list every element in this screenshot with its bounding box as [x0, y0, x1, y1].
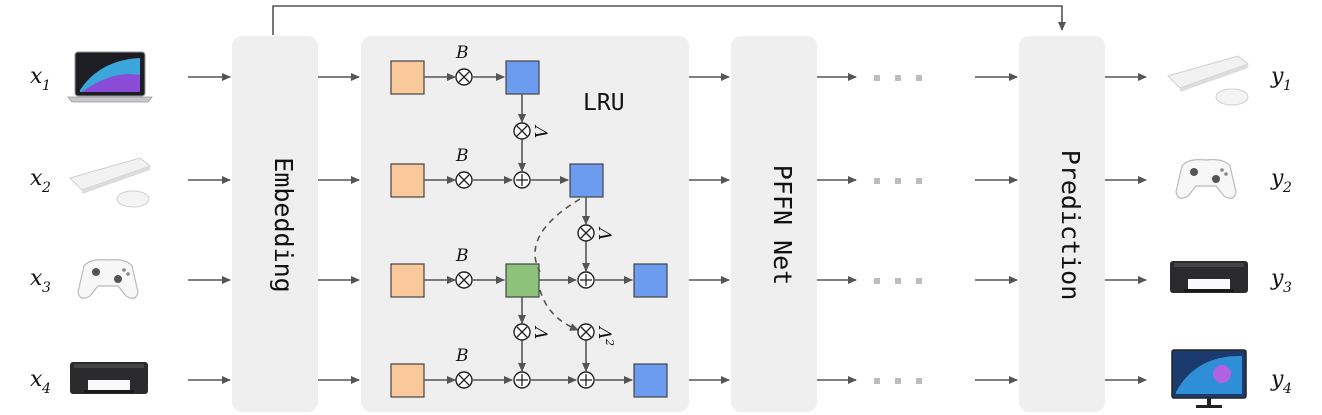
- svg-text:x: x: [30, 266, 43, 291]
- svg-text:3: 3: [42, 280, 51, 296]
- svg-text:4: 4: [41, 381, 51, 397]
- lru-label: LRU: [583, 90, 625, 116]
- state-square-3: [633, 263, 668, 298]
- svg-text:x: x: [30, 166, 43, 191]
- state-square-2: [569, 163, 604, 198]
- monitor-icon: [1171, 349, 1247, 408]
- state-square-1: [505, 60, 540, 95]
- ellipsis-dots: [874, 75, 922, 384]
- input-square-4: [390, 363, 425, 398]
- state-square-4: [633, 363, 668, 398]
- input-label-x4: x 4: [30, 367, 51, 397]
- embedding-label: Embedding: [269, 157, 298, 292]
- output-label-y2: y 2: [1270, 166, 1292, 196]
- keyboard-icon: [1167, 55, 1250, 106]
- svg-text:2: 2: [603, 338, 616, 346]
- input-label-x3: x 3: [30, 266, 51, 296]
- lru-block: [361, 36, 689, 412]
- lru-connections: [424, 73, 633, 384]
- keyboard-icon: [69, 157, 152, 208]
- pffn-label: PFFN Net: [768, 165, 797, 285]
- printer-icon: [1170, 261, 1248, 293]
- svg-text:4: 4: [1282, 381, 1292, 397]
- add-operators: [513, 171, 595, 389]
- lambda-label-2: Λ: [594, 226, 614, 240]
- svg-text:x: x: [30, 64, 43, 89]
- input-square-1: [390, 60, 425, 95]
- svg-text:x: x: [30, 367, 43, 392]
- multiply-operators: [455, 68, 595, 389]
- b-label-4: B: [455, 346, 469, 366]
- input-square-3: [390, 263, 425, 298]
- svg-text:y: y: [1270, 64, 1284, 89]
- svg-text:1: 1: [42, 78, 51, 94]
- b-label-2: B: [455, 146, 469, 166]
- svg-text:Λ: Λ: [594, 325, 614, 339]
- prediction-label: Prediction: [1056, 150, 1085, 301]
- svg-text:2: 2: [41, 180, 51, 196]
- prediction-block: [1019, 36, 1105, 412]
- embedding-block: [232, 36, 318, 412]
- svg-text:2: 2: [1282, 180, 1292, 196]
- laptop-icon: [67, 51, 153, 103]
- svg-text:y: y: [1270, 367, 1284, 392]
- svg-text:y: y: [1270, 166, 1284, 191]
- input-square-2: [390, 163, 425, 198]
- row-flow-arrows: [188, 73, 1147, 384]
- pffn-block: [731, 36, 817, 412]
- b-label-1: B: [455, 43, 469, 63]
- state-square-3-highlight: [505, 263, 540, 298]
- lambda-label-1: Λ: [530, 124, 550, 138]
- lambda-squared-label: Λ 2: [594, 325, 616, 346]
- output-label-y1: y 1: [1270, 64, 1292, 94]
- b-label-3: B: [455, 246, 469, 266]
- printer-icon: [70, 362, 148, 394]
- lambda-label-3: Λ: [530, 325, 550, 339]
- input-label-x2: x 2: [30, 166, 51, 196]
- game-controller-icon: [1175, 159, 1237, 199]
- svg-text:3: 3: [1283, 280, 1292, 296]
- svg-text:y: y: [1270, 266, 1284, 291]
- output-label-y3: y 3: [1270, 266, 1292, 296]
- svg-text:1: 1: [1283, 78, 1292, 94]
- skip-connection-arrow: [272, 5, 1066, 35]
- input-label-x1: x 1: [30, 64, 51, 94]
- output-label-y4: y 4: [1270, 367, 1292, 397]
- game-controller-icon: [77, 259, 139, 299]
